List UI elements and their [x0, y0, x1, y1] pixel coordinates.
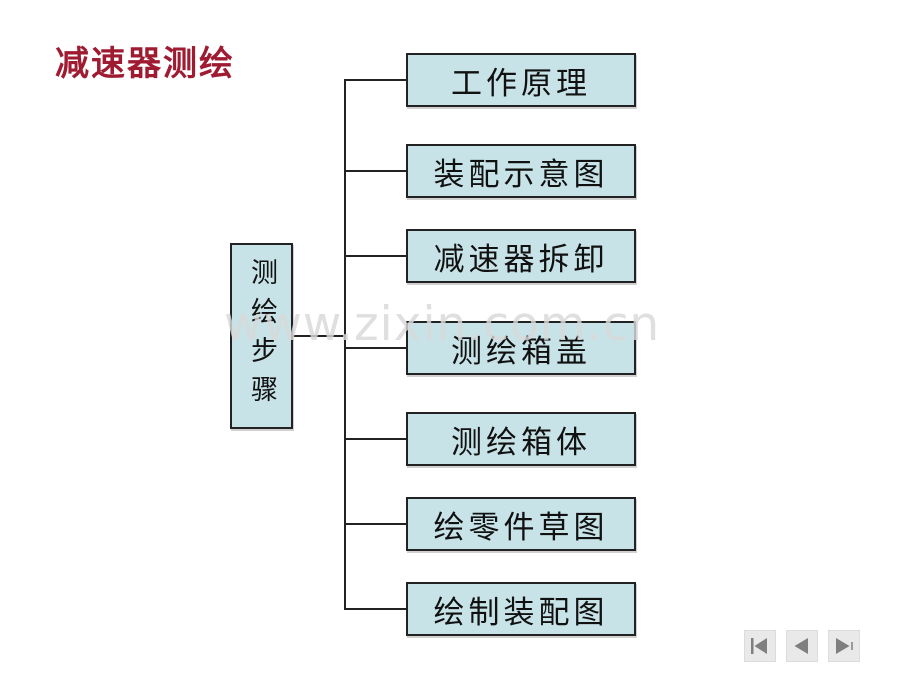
connector-branch — [346, 79, 406, 81]
connector-branch — [346, 170, 406, 172]
step-box: 绘零件草图 — [406, 497, 636, 551]
step-box: 减速器拆卸 — [406, 229, 636, 283]
diagram-root-label: 测绘步骤 — [247, 258, 277, 414]
go-first-icon — [751, 638, 767, 654]
go-next-icon — [836, 638, 853, 654]
go-next-button[interactable] — [828, 630, 860, 662]
step-label: 绘零件草图 — [433, 509, 609, 545]
nav-controls — [744, 630, 860, 662]
step-box: 工作原理 — [406, 53, 636, 107]
step-label: 装配示意图 — [433, 156, 609, 192]
step-label: 测绘箱体 — [451, 424, 591, 460]
step-label: 绘制装配图 — [433, 594, 609, 630]
connector-branch — [346, 608, 406, 610]
step-box: 装配示意图 — [406, 144, 636, 198]
connector-branch — [346, 438, 406, 440]
step-box: 测绘箱盖 — [406, 321, 636, 375]
diagram-root-box: 测绘步骤 — [230, 243, 293, 429]
go-first-button[interactable] — [744, 630, 776, 662]
go-previous-button[interactable] — [786, 630, 818, 662]
connector-root-link — [293, 335, 344, 337]
step-label: 减速器拆卸 — [433, 241, 609, 277]
step-label: 工作原理 — [451, 65, 591, 101]
connector-branch — [346, 523, 406, 525]
step-box: 测绘箱体 — [406, 412, 636, 466]
connector-branch — [346, 255, 406, 257]
connector-branch — [346, 347, 406, 349]
connector-trunk — [344, 79, 346, 610]
step-box: 绘制装配图 — [406, 582, 636, 636]
page-title: 减速器测绘 — [55, 46, 235, 83]
step-label: 测绘箱盖 — [451, 333, 591, 369]
go-previous-icon — [794, 638, 808, 654]
